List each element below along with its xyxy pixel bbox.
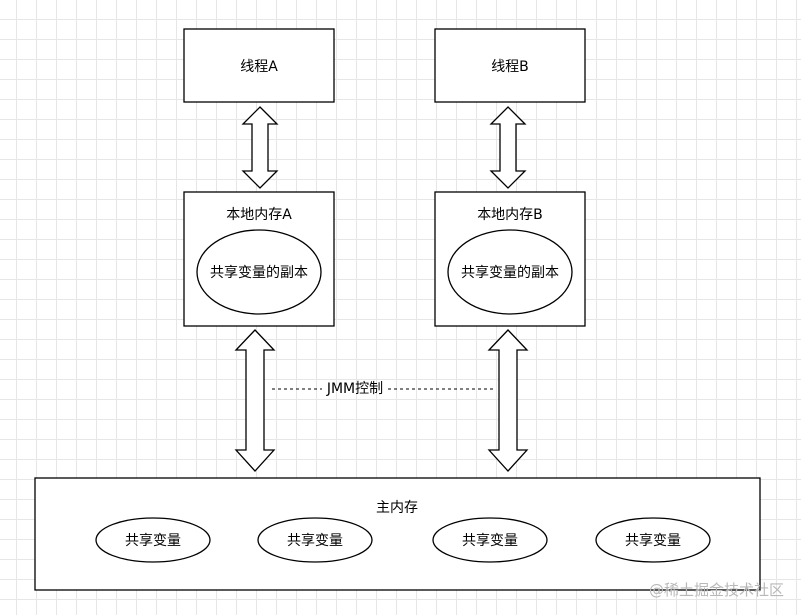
local-copy-a-label: 共享变量的副本 bbox=[210, 264, 308, 281]
local-memory-a-node: 本地内存A 共享变量的副本 bbox=[183, 191, 335, 327]
thread-b-box bbox=[434, 28, 586, 103]
local-a-main-arrow bbox=[234, 329, 276, 472]
shared-variable-ellipse bbox=[257, 517, 373, 563]
shared-variable-label: 共享变量 bbox=[125, 532, 181, 549]
local-memory-b-node: 本地内存B 共享变量的副本 bbox=[434, 191, 586, 327]
thread-b-local-arrow bbox=[489, 106, 527, 189]
main-memory-node: 主内存 共享变量 共享变量 共享变量 共享变量 bbox=[34, 477, 761, 591]
local-copy-b-label: 共享变量的副本 bbox=[461, 264, 559, 281]
local-memory-a-label: 本地内存A bbox=[226, 207, 292, 223]
shared-variable-ellipse bbox=[432, 517, 548, 563]
shared-variable-ellipse bbox=[595, 517, 711, 563]
shared-variable-label: 共享变量 bbox=[462, 532, 518, 549]
thread-a-node: 线程A bbox=[183, 28, 335, 103]
thread-b-label: 线程B bbox=[491, 59, 529, 75]
shared-variable-label: 共享变量 bbox=[625, 532, 681, 549]
thread-b-node: 线程B bbox=[434, 28, 586, 103]
watermark: @稀土掘金技术社区 bbox=[649, 581, 784, 599]
local-copy-b-ellipse bbox=[447, 229, 573, 315]
local-copy-a-ellipse bbox=[196, 229, 322, 315]
main-memory-label: 主内存 bbox=[376, 500, 418, 516]
thread-a-local-arrow bbox=[241, 106, 279, 189]
local-memory-b-label: 本地内存B bbox=[477, 207, 543, 223]
thread-a-label: 线程A bbox=[240, 59, 278, 75]
jmm-label: JMM控制 bbox=[326, 381, 383, 397]
thread-a-box bbox=[183, 28, 335, 103]
shared-variable-label: 共享变量 bbox=[287, 532, 343, 549]
local-b-main-arrow bbox=[487, 329, 529, 472]
shared-variable-ellipse bbox=[95, 517, 211, 563]
